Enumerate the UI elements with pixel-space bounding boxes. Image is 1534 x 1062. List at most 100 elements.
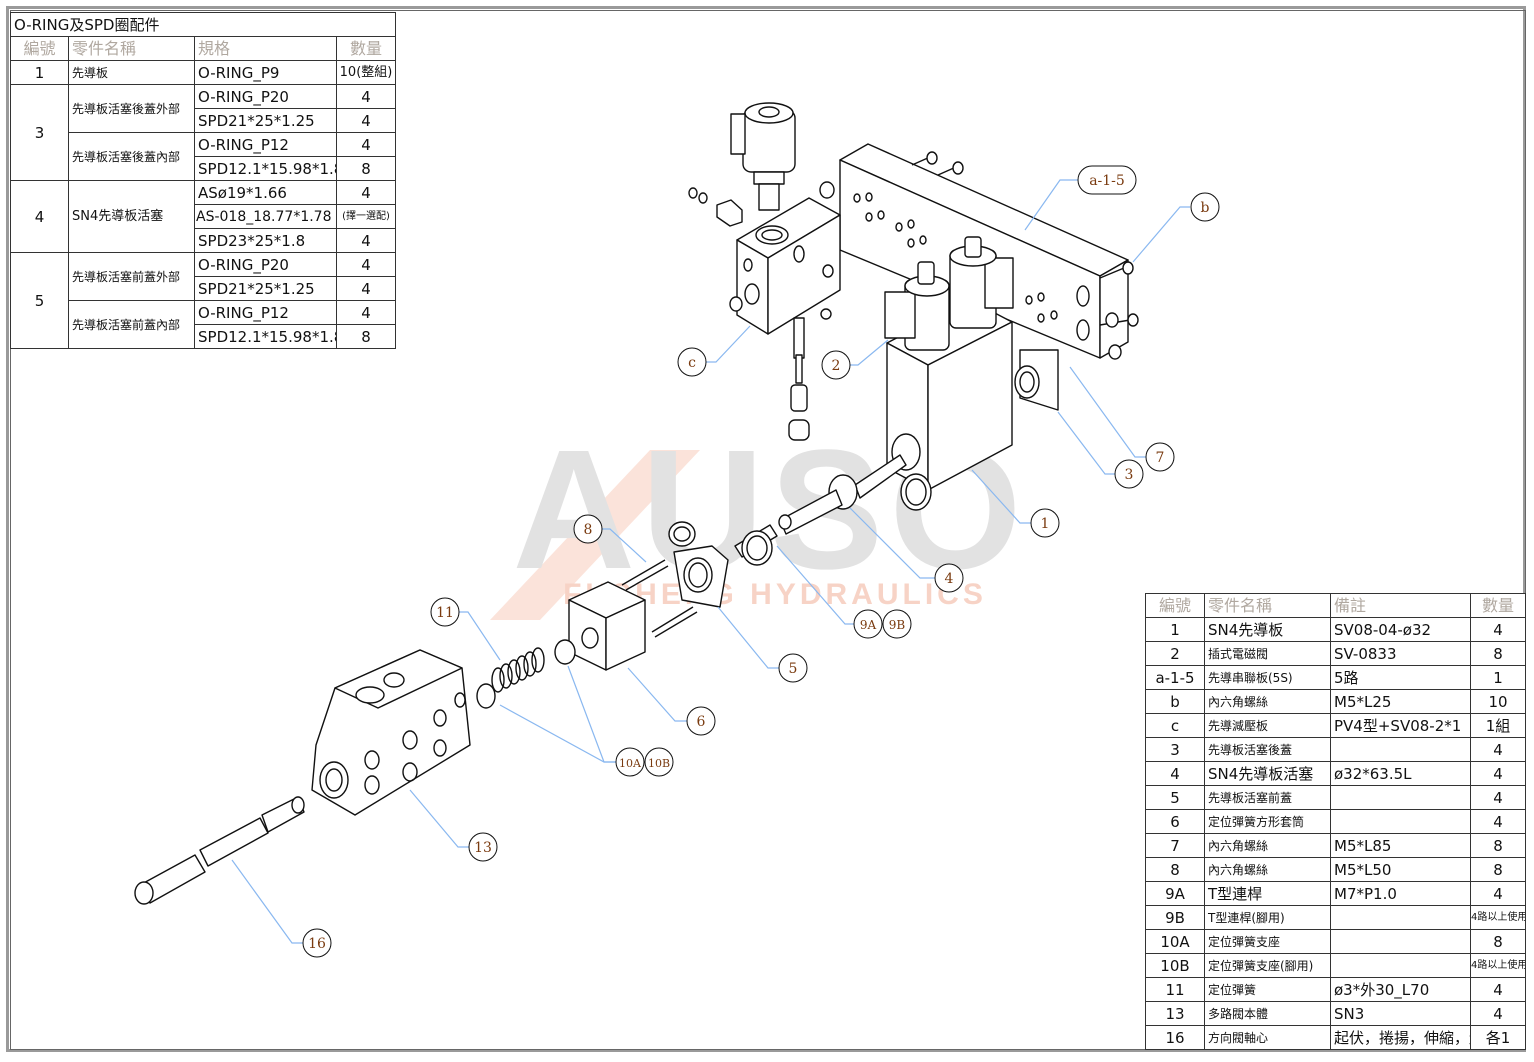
cell-spec: SPD21*25*1.25 — [194, 108, 337, 133]
cell-name: 定位彈簧 — [1204, 977, 1331, 1002]
cell-qty: 10(整組) — [335, 60, 397, 85]
cell-name: 先導板活塞前蓋內部 — [68, 300, 195, 349]
cell-qty: 1組 — [1470, 713, 1526, 738]
cell-no: 3 — [1145, 737, 1205, 762]
leader-lines — [231, 179, 1190, 944]
cell-qty: 4 — [335, 300, 397, 325]
cell-no: 6 — [1145, 809, 1205, 834]
balloon-4[interactable]: 4 — [934, 563, 964, 593]
balloon-label: 10A — [619, 757, 642, 770]
balloon-7[interactable]: 7 — [1145, 442, 1175, 472]
cell-note — [1330, 953, 1471, 978]
cell-no: 4 — [10, 180, 69, 253]
cell-name: 內六角螺絲 — [1204, 857, 1331, 882]
cell-spec: O-RING_P9 — [194, 60, 337, 85]
cell-note: ø3*外30_L70 — [1330, 977, 1471, 1002]
balloon-6[interactable]: 6 — [686, 706, 716, 736]
cell-qty: 4 — [335, 276, 397, 301]
cell-qty: 8 — [1470, 641, 1526, 666]
cell-no: 1 — [1145, 617, 1205, 642]
balloon-label: 9A — [860, 618, 877, 632]
cell-note: PV4型+SV08-2*1 — [1330, 713, 1471, 738]
cell-spec: O-RING_P12 — [194, 300, 337, 325]
balloon-b[interactable]: b — [1190, 192, 1220, 222]
cell-name: 定位彈簧方形套筒 — [1204, 809, 1331, 834]
cell-name: 先導板活塞後蓋 — [1204, 737, 1331, 762]
cell-qty: 8 — [1470, 857, 1526, 882]
table-row: 5 先導板活塞前蓋外部 O-RING_P20 4 — [10, 252, 397, 349]
header-no: 編號 — [1145, 593, 1205, 618]
cell-note: M7*P1.0 — [1330, 881, 1471, 906]
cell-spec: SPD23*25*1.8 — [194, 228, 337, 253]
cell-note — [1330, 929, 1471, 954]
balloon-label: 3 — [1125, 467, 1134, 483]
cell-qty: 4 — [1470, 977, 1526, 1002]
cell-no: 10A — [1145, 929, 1205, 954]
balloon-1[interactable]: 1 — [1030, 508, 1060, 538]
cell-name: 先導板 — [68, 60, 195, 85]
balloon-10a[interactable]: 10A — [615, 747, 645, 777]
balloon-label: 7 — [1156, 450, 1165, 466]
cell-qty: 各1 — [1470, 1025, 1526, 1050]
cell-no: b — [1145, 689, 1205, 714]
cell-no: c — [1145, 713, 1205, 738]
cell-note: 5路 — [1330, 665, 1471, 690]
cell-qty: 4 — [335, 84, 397, 109]
balloon-label: 5 — [789, 661, 798, 677]
table-row: SPD23*25*1.8 4 — [11, 228, 397, 253]
table-row: 4 SN4先導板活塞 ASø19*1.66 4 — [10, 180, 397, 253]
cell-qty: 4 — [335, 252, 397, 277]
balloon-label: 4 — [945, 571, 954, 587]
cell-no: 11 — [1145, 977, 1205, 1002]
balloon-label: 13 — [474, 840, 492, 856]
cell-no: 9B — [1145, 905, 1205, 930]
header-spec: 規格 — [194, 36, 337, 61]
cell-name: 插式電磁閥 — [1204, 641, 1331, 666]
cell-qty: 4 — [1470, 881, 1526, 906]
cell-qty: 4 — [335, 180, 397, 205]
balloon-3[interactable]: 3 — [1114, 459, 1144, 489]
cell-note: M5*L85 — [1330, 833, 1471, 858]
table-row: 3 先導板活塞後蓋外部 O-RING_P20 4 — [10, 84, 397, 181]
balloon-c[interactable]: c — [677, 347, 707, 377]
balloon-9b[interactable]: 9B — [882, 609, 912, 639]
balloon-11[interactable]: 11 — [430, 597, 460, 627]
balloon-16[interactable]: 16 — [302, 928, 332, 958]
cell-no: a-1-5 — [1145, 665, 1205, 690]
table-row: 先導板活塞後蓋內部 O-RING_P12 4 — [11, 132, 397, 181]
cell-name: 先導減壓板 — [1204, 713, 1331, 738]
balloon-5[interactable]: 5 — [778, 653, 808, 683]
cell-no: 5 — [10, 252, 69, 349]
balloon-8[interactable]: 8 — [573, 514, 603, 544]
drawing-frame — [6, 6, 1526, 1052]
balloon-label: 1 — [1041, 516, 1050, 532]
balloon-10b[interactable]: 10B — [644, 747, 674, 777]
balloon-2[interactable]: 2 — [821, 350, 851, 380]
balloon-9a[interactable]: 9A — [853, 609, 883, 639]
cell-name: 先導串聯板(5S) — [1204, 665, 1331, 690]
table-row: SPD21*25*1.25 4 — [11, 108, 397, 133]
cell-qty: 4 — [1470, 737, 1526, 762]
balloon-a-1-5[interactable]: a-1-5 — [1077, 165, 1137, 195]
cell-name: 定位彈簧支座(腳用) — [1204, 953, 1331, 978]
header-name: 零件名稱 — [1204, 593, 1331, 618]
cell-no: 7 — [1145, 833, 1205, 858]
table-row: 1 先導板 O-RING_P9 10(整組) — [10, 60, 397, 85]
balloon-13[interactable]: 13 — [468, 832, 498, 862]
cell-name: T型連桿(腳用) — [1204, 905, 1331, 930]
cell-spec: SPD12.1*15.98*1.8 — [194, 156, 337, 181]
cell-name: 定位彈簧支座 — [1204, 929, 1331, 954]
cell-no: 10B — [1145, 953, 1205, 978]
cell-note — [1330, 737, 1471, 762]
